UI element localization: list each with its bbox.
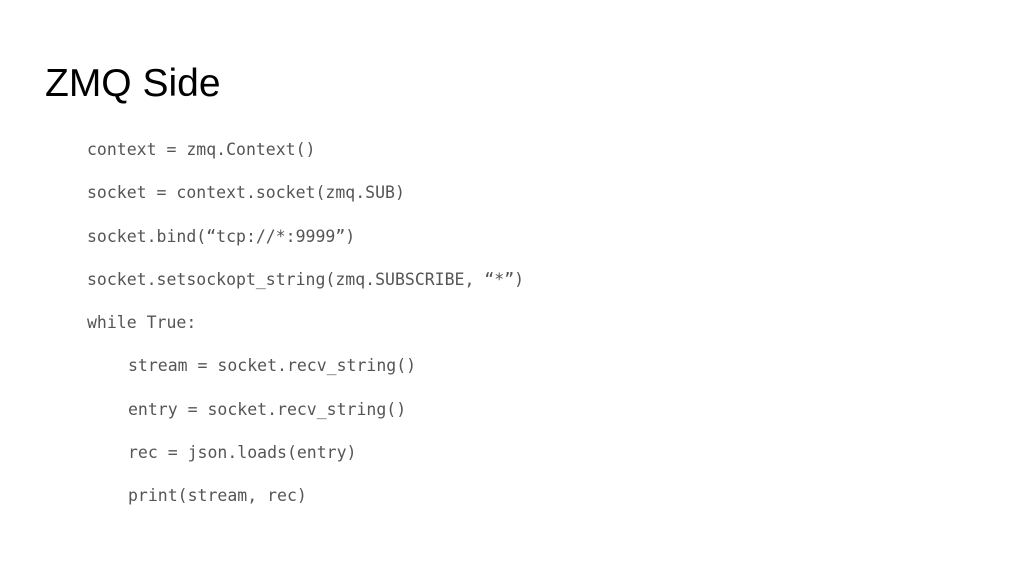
code-line: entry = socket.recv_string() [128,399,407,419]
code-line: context = zmq.Context() [87,140,316,159]
code-line: print(stream, rec) [128,486,307,506]
code-line: socket = context.socket(zmq.SUB) [87,183,405,203]
code-line: while True: [87,313,197,333]
code-line: socket.setsockopt_string(zmq.SUBSCRIBE, … [87,269,525,289]
code-block: context = zmq.Context() socket = context… [87,138,524,528]
code-line: rec = json.loads(entry) [128,443,357,463]
code-line: socket.bind(“tcp://*:9999”) [87,226,356,246]
slide-title: ZMQ Side [45,62,221,105]
code-line: stream = socket.recv_string() [128,356,417,376]
